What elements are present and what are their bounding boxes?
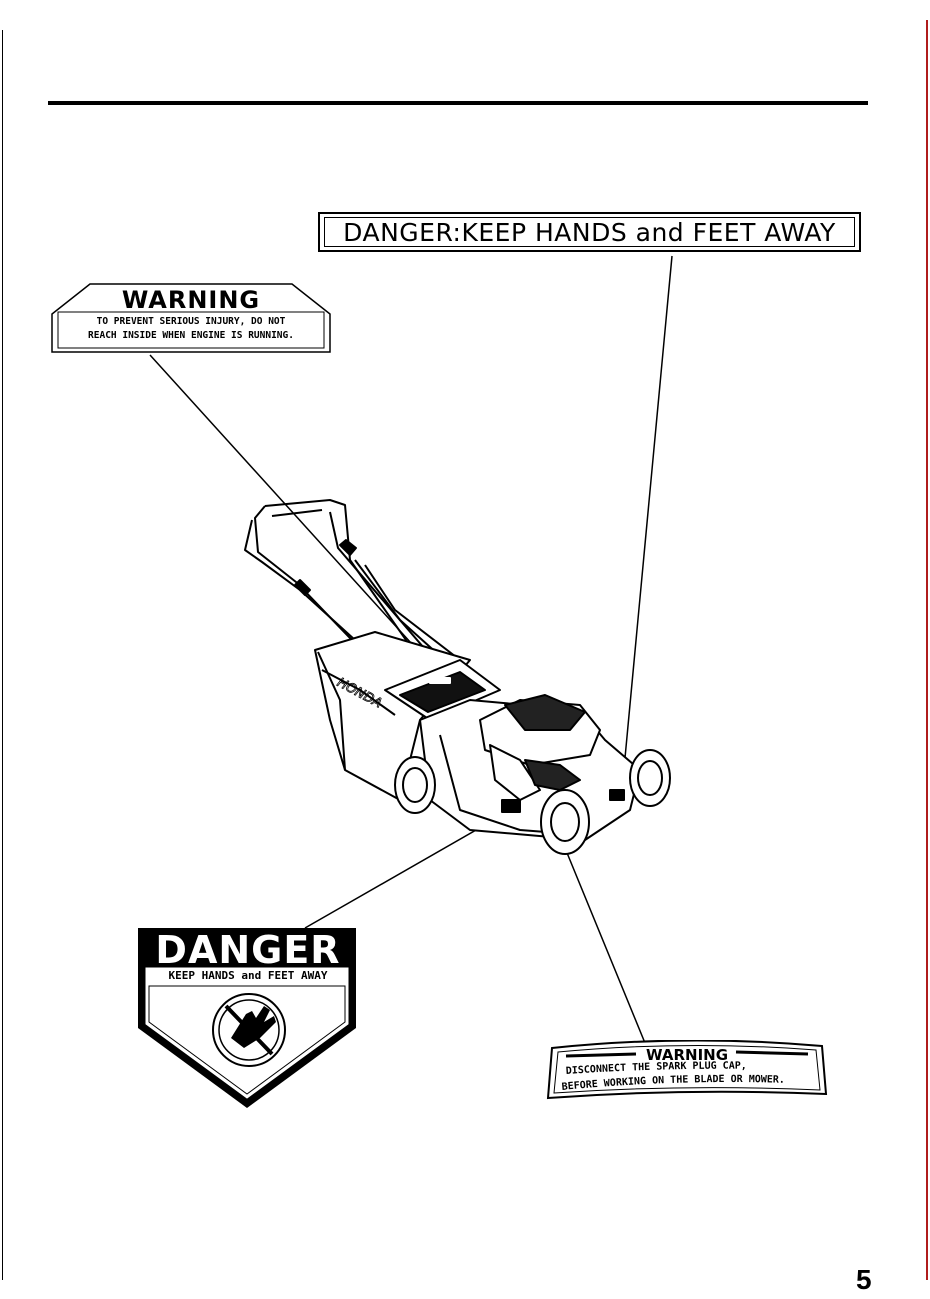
leader-line-warning-right xyxy=(556,826,645,1043)
leader-line-danger-top xyxy=(622,256,672,790)
lawn-mower: HONDA xyxy=(245,500,670,854)
warning-label-left: WARNING TO PREVENT SERIOUS INJURY, DO NO… xyxy=(50,282,332,354)
no-hand-icon xyxy=(213,994,285,1066)
wheel-rear-right xyxy=(630,750,670,806)
warning-label-left-title: WARNING xyxy=(50,286,332,314)
warning-label-right-frame: WARNING DISCONNECT THE SPARK PLUG CAP, B… xyxy=(546,1040,828,1102)
warning-label-left-body: TO PREVENT SERIOUS INJURY, DO NOT REACH … xyxy=(68,315,313,343)
page-number: 5 xyxy=(856,1264,872,1296)
danger-shield-title: DANGER xyxy=(146,928,350,972)
danger-shield-label: DANGER KEEP HANDS and FEET AWAY xyxy=(136,926,358,1110)
danger-label-top: DANGER:KEEP HANDS and FEET AWAY xyxy=(318,212,861,252)
warning-label-right: WARNING DISCONNECT THE SPARK PLUG CAP, B… xyxy=(546,1040,828,1102)
danger-label-top-text: DANGER:KEEP HANDS and FEET AWAY xyxy=(324,217,855,247)
wheel-front-left xyxy=(541,790,589,854)
warning-label-left-line1: TO PREVENT SERIOUS INJURY, DO NOT xyxy=(68,315,313,329)
warning-label-left-line2: REACH INSIDE WHEN ENGINE IS RUNNING. xyxy=(68,329,313,343)
danger-shield-subtitle: KEEP HANDS and FEET AWAY xyxy=(148,969,348,982)
wheel-rear-left xyxy=(395,757,435,813)
